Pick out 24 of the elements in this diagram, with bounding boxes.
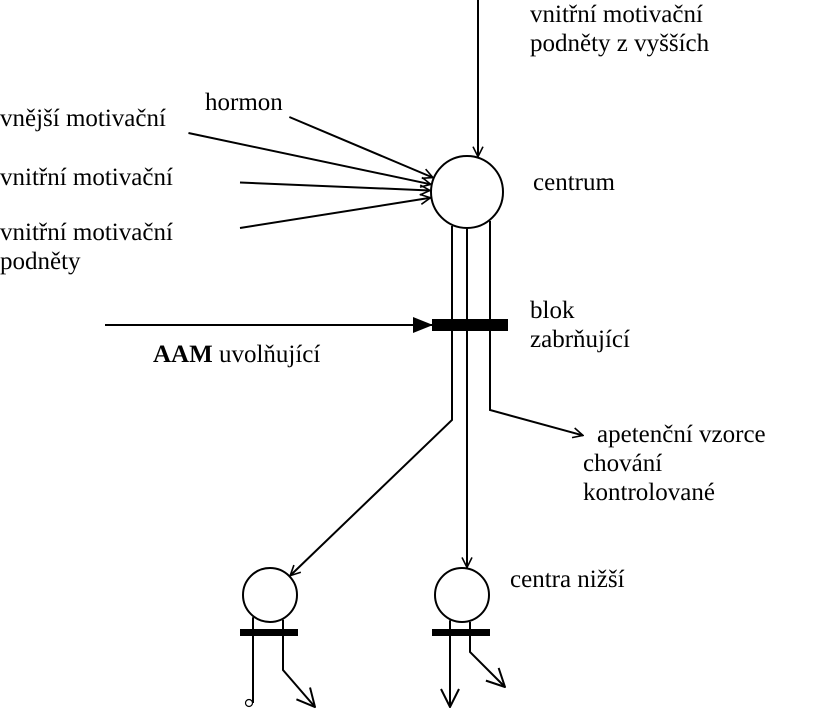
arrow [240, 194, 432, 229]
arrow [289, 226, 453, 576]
node-caption: centrum [533, 168, 616, 197]
block-bar [432, 629, 490, 636]
arrow [240, 182, 431, 196]
arrow [461, 229, 473, 568]
arrow [440, 620, 460, 708]
arrow [469, 622, 506, 688]
block-bar [432, 319, 508, 331]
node-caption: blok zabrňující [530, 296, 631, 354]
arrow [472, 0, 484, 158]
node-text: vnitřní motivační [0, 163, 240, 192]
node-text: hormon [205, 88, 305, 117]
arrow [105, 317, 433, 333]
node-caption: centra nižší [510, 565, 626, 594]
node-text: vnitřní motivační podněty [0, 218, 240, 276]
block-bar [240, 629, 298, 636]
label-text: AAM uvolňující [153, 340, 322, 369]
node-text: apetenční vzorce chování kontrolované [583, 420, 788, 507]
arrow [188, 132, 432, 188]
label-text: vnitřní motivační podněty z vyšších [530, 0, 710, 58]
arrow [288, 116, 434, 180]
arrow [282, 620, 316, 708]
arrow [489, 220, 584, 438]
